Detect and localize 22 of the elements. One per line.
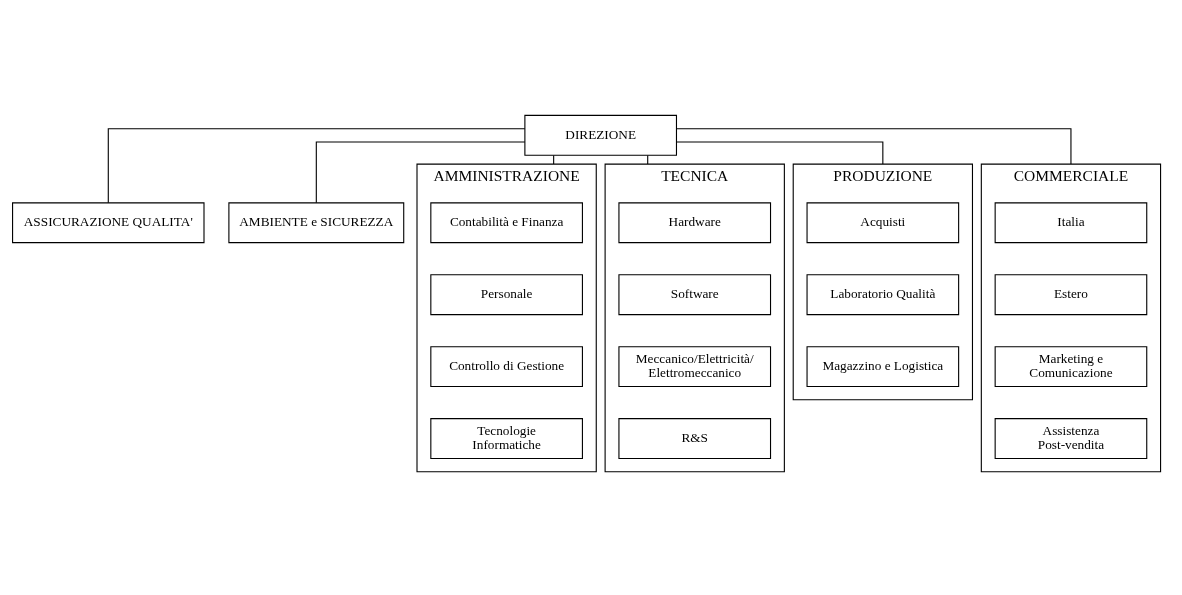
connector (315, 140, 526, 203)
node-box: Italia (994, 201, 1148, 243)
connector (676, 127, 1072, 165)
node-box: Assistenza Post-vendita (994, 417, 1148, 459)
node-box: R&S (618, 417, 772, 459)
node-box: Tecnologie Informatiche (430, 417, 583, 459)
node-box: Laboratorio Qualità (806, 273, 960, 315)
connector (107, 127, 526, 203)
node-box: Controllo di Gestione (430, 345, 583, 387)
node-box: Estero (994, 273, 1148, 315)
node-box: Acquisti (806, 201, 960, 243)
node-box: Meccanico/Elettricità/ Elettromeccanico (618, 345, 772, 387)
node-box: Personale (430, 273, 583, 315)
connector (676, 140, 884, 165)
node-box: Marketing e Comunicazione (994, 345, 1148, 387)
node-box: AMBIENTE e SICUREZZA (228, 201, 405, 243)
node-box: Software (618, 273, 772, 315)
node-box: DIREZIONE (524, 114, 678, 156)
node-box: Hardware (618, 201, 772, 243)
node-box: Contabilità e Finanza (430, 201, 583, 243)
node-box: ASSICURAZIONE QUALITA' (12, 201, 205, 243)
node-box: Magazzino e Logistica (806, 345, 960, 387)
